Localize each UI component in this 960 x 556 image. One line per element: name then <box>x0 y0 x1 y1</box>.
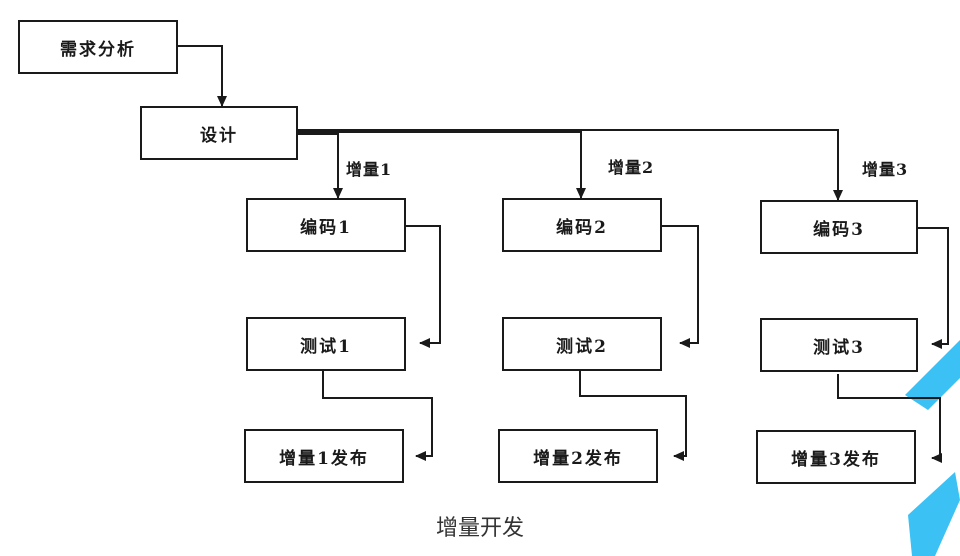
connector-test3-release3 <box>837 374 942 463</box>
label-increment-1: 增量1 <box>346 160 393 179</box>
label-increment-3: 增量3 <box>862 160 909 179</box>
box-test-1: 测试1 <box>246 317 406 371</box>
box-design: 设计 <box>140 106 298 160</box>
figure-caption: 增量开发 <box>435 516 524 541</box>
connector-test2-release2 <box>579 371 687 461</box>
box-requirements: 需求分析 <box>18 20 178 74</box>
watermark-shape-top <box>905 340 960 410</box>
box-test-2: 测试2 <box>502 317 662 371</box>
connector-code1-test1 <box>406 225 441 348</box>
label-increment-2: 增量2 <box>608 158 655 177</box>
box-test-3: 测试3 <box>760 318 918 372</box>
connector-design-branch2 <box>298 131 586 199</box>
box-code-2: 编码2 <box>502 198 662 252</box>
connector-code3-test3 <box>918 227 949 349</box>
connector-design-branch3 <box>298 129 843 201</box>
box-release-2: 增量2发布 <box>498 429 658 483</box>
box-release-1: 增量1发布 <box>244 429 404 483</box>
box-code-1: 编码1 <box>246 198 406 252</box>
connector-code2-test2 <box>662 225 699 348</box>
box-release-3: 增量3发布 <box>756 430 916 484</box>
box-code-3: 编码3 <box>760 200 918 254</box>
connector-req-design <box>178 45 227 107</box>
watermark-shape-bottom <box>908 472 960 556</box>
connector-design-branch1 <box>298 133 343 199</box>
connector-test1-release1 <box>322 371 433 461</box>
